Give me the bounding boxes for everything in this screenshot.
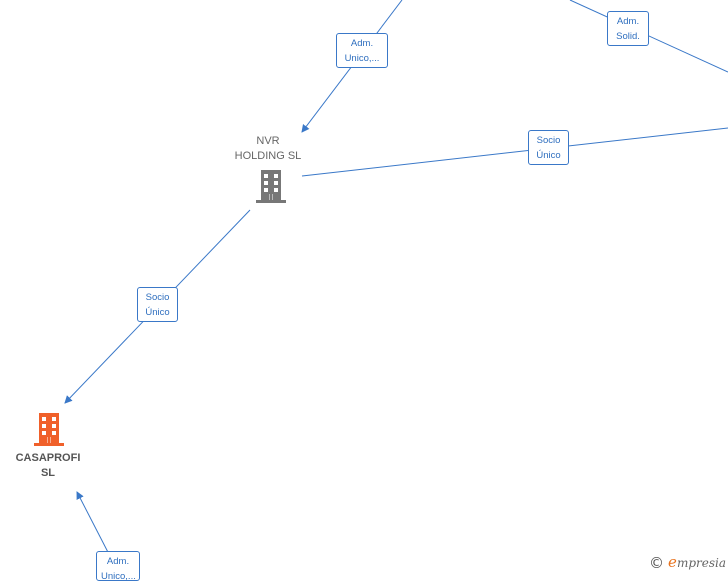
edge-label-adm-unico-top[interactable]: Adm. Unico,... bbox=[336, 33, 388, 68]
edge-adm-solid bbox=[569, 0, 728, 73]
edge-adm-unico-to-casaprofi bbox=[76, 491, 113, 561]
edge-label-adm-solid[interactable]: Adm. Solid. bbox=[607, 11, 649, 46]
node-label-casaprofi[interactable]: CASAPROFI SL bbox=[0, 451, 96, 481]
brand-initial: e bbox=[668, 553, 677, 571]
node-name-line2: HOLDING SL bbox=[234, 150, 302, 162]
edge-label-line2: Único bbox=[145, 307, 170, 318]
edge-label-line1: Socio bbox=[536, 135, 561, 146]
edge-label-line2: Único bbox=[536, 150, 561, 161]
building-icon[interactable] bbox=[254, 168, 288, 204]
edge-label-socio-unico-right[interactable]: Socio Único bbox=[528, 130, 569, 165]
edge-label-line1: Socio bbox=[145, 292, 170, 303]
brand-name: mpresia bbox=[676, 556, 726, 570]
node-name-line1: CASAPROFI bbox=[15, 452, 81, 464]
node-label-nvr-holding[interactable]: NVR HOLDING SL bbox=[218, 134, 318, 164]
edge-label-line1: Adm. bbox=[616, 16, 640, 27]
edge-label-line1: Adm. bbox=[350, 38, 374, 49]
edge-label-line2: Unico,... bbox=[344, 53, 380, 64]
building-icon[interactable] bbox=[32, 411, 66, 447]
edge-label-line2: Solid. bbox=[616, 31, 640, 42]
edge-label-socio-unico-left[interactable]: Socio Único bbox=[137, 287, 178, 322]
empresia-watermark: ©empresia bbox=[649, 553, 726, 572]
edge-label-adm-unico-bottom[interactable]: Adm. Unico,... bbox=[96, 551, 140, 581]
edge-label-line2: Unico,... bbox=[101, 571, 136, 581]
node-name-line2: SL bbox=[40, 467, 56, 479]
node-name-line1: NVR bbox=[256, 135, 280, 147]
edge-socio-unico-to-nvr bbox=[301, 127, 728, 177]
edge-label-line1: Adm. bbox=[106, 556, 130, 567]
copyright-symbol: © bbox=[649, 554, 665, 572]
